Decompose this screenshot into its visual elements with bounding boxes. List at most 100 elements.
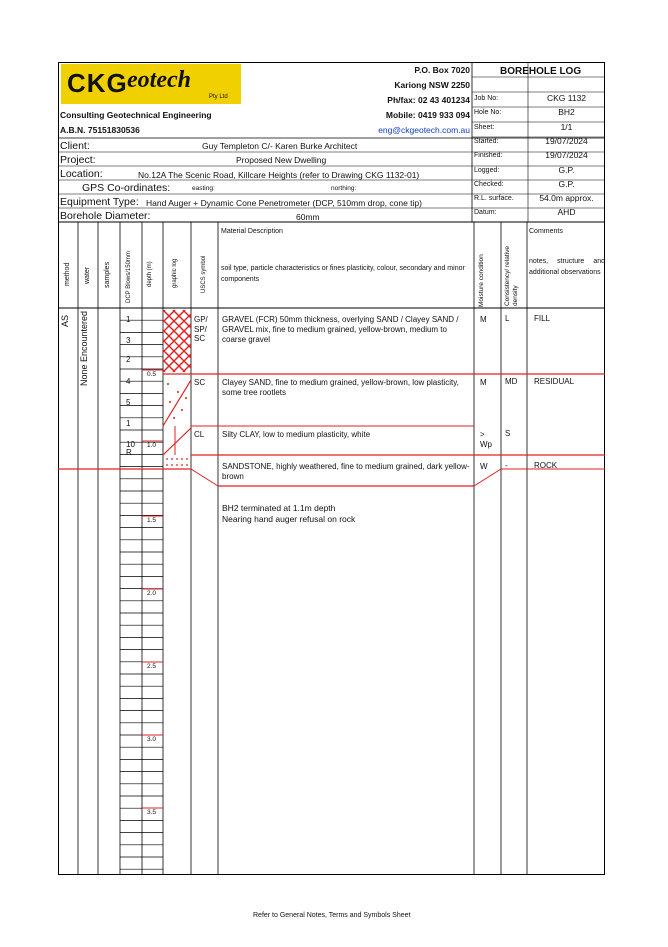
sandstone-dot: [176, 458, 178, 460]
hdr-graphic: graphic log: [172, 258, 178, 288]
hdr-dcp: DCP Blows/150mm: [126, 251, 132, 303]
gps-northing: northing:: [331, 185, 357, 192]
dcp-value: 1: [126, 419, 131, 428]
layer-description: Clayey SAND, fine to medium grained, yel…: [222, 378, 459, 397]
meta-label: Logged:: [474, 166, 500, 174]
tagline: Consulting Geotechnical Engineering: [60, 110, 212, 120]
sand-dot: [167, 383, 169, 385]
hdr-method: method: [64, 262, 71, 286]
depth-label: 2.5: [147, 663, 157, 670]
dcp-value: 5: [126, 398, 131, 407]
suburb: Kariong NSW 2250: [394, 80, 470, 90]
gps-label: GPS Co-ordinates:: [82, 182, 171, 194]
dcp-value: 4: [126, 377, 131, 386]
gps-easting: easting:: [192, 185, 215, 192]
hdr-material-title: Material Description: [221, 228, 283, 235]
moisture-value: M: [480, 315, 487, 324]
sandstone-dot: [181, 464, 183, 466]
fill-hatch-pattern: [163, 310, 191, 372]
dcp-value: 10 R: [126, 440, 135, 458]
location-value: No.12A The Scenic Road, Killcare Heights…: [138, 170, 420, 180]
moisture-value: > Wp: [480, 430, 492, 449]
clay-diagonal: [162, 427, 192, 456]
dcp-value: 3: [126, 336, 131, 345]
layer-description: Silty CLAY, low to medium plasticity, wh…: [222, 430, 371, 439]
layer-boundary: [473, 468, 502, 487]
logo-main: CKG: [67, 68, 128, 98]
hdr-uscs: USCS symbol: [201, 255, 207, 293]
water-value: None Encountered: [79, 310, 89, 386]
depth-label: 0.5: [147, 371, 157, 378]
termination-line2: Nearing hand auger refusal on rock: [222, 514, 356, 524]
mobile: Mobile: 0419 933 094: [385, 110, 470, 120]
hdr-comments-desc: notes, structure and additional observat…: [529, 258, 605, 276]
meta-value: 54.0m approx.: [539, 193, 594, 204]
meta-label: Checked:: [474, 180, 504, 188]
layer-description: GRAVEL (FCR) 50mm thickness, overlying S…: [222, 315, 459, 344]
uscs-symbol: SC: [194, 378, 206, 387]
hdr-water: water: [84, 266, 91, 284]
project-value: Proposed New Dwelling: [236, 155, 327, 165]
po-box: P.O. Box 7020: [414, 65, 470, 75]
hdr-samples: samples: [104, 261, 111, 288]
meta-value: 1/1: [560, 121, 573, 132]
meta-value: CKG 1132: [546, 93, 587, 103]
layer-comment: ROCK: [534, 461, 558, 470]
hdr-depth: depth (m): [147, 261, 153, 287]
abn: A.B.N. 75151830536: [60, 125, 140, 135]
consistency-value: L: [505, 314, 510, 323]
email-link[interactable]: eng@ckgeotech.com.au: [378, 125, 470, 135]
meta-value: 19/07/2024: [545, 135, 588, 146]
location-label: Location:: [60, 168, 103, 180]
meta-label: Datum:: [474, 209, 497, 217]
uscs-symbol: CL: [194, 430, 205, 439]
meta-label: Sheet:: [474, 123, 495, 131]
moisture-value: M: [480, 378, 487, 387]
sandstone-dot: [171, 458, 173, 460]
layer-boundary: [190, 468, 219, 487]
phone: Ph/fax: 02 43 401234: [387, 95, 470, 105]
layer-comment: RESIDUAL: [534, 377, 575, 386]
equipment-label: Equipment Type:: [60, 196, 139, 208]
sand-dot: [173, 417, 175, 419]
method-value: AS: [60, 314, 70, 327]
footer-note: Refer to General Notes, Terms and Symbol…: [253, 912, 411, 919]
sandstone-dot: [171, 464, 173, 466]
diameter-value: 60mm: [296, 212, 320, 222]
hdr-material-desc: soil type, particle characteristics or f…: [221, 265, 465, 283]
meta-value: G.P.: [558, 164, 575, 175]
depth-label: 3.0: [147, 736, 157, 743]
logo-script: eotech: [127, 67, 191, 93]
layer-comment: FILL: [534, 314, 551, 323]
meta-value: G.P.: [558, 178, 575, 189]
client-value: Guy Templeton C/- Karen Burke Architect: [202, 141, 358, 151]
hdr-comments-title: Comments: [529, 228, 563, 235]
diameter-label: Borehole Diameter:: [60, 210, 151, 222]
uscs-symbol: GP/ SP/ SC: [194, 315, 208, 344]
meta-label: Finished:: [474, 152, 503, 160]
sandstone-dot: [181, 458, 183, 460]
sand-dot: [185, 397, 187, 399]
termination-line1: BH2 terminated at 1.1m depth: [222, 503, 336, 513]
sandstone-dot: [186, 464, 188, 466]
layer-description: SANDSTONE, highly weathered, fine to med…: [222, 462, 470, 481]
consistency-value: S: [505, 429, 511, 438]
dcp-value: 2: [126, 355, 131, 364]
hdr-consistency: Consistency/ relative density: [504, 246, 519, 306]
project-label: Project:: [60, 154, 96, 166]
sandstone-dot: [186, 458, 188, 460]
sand-dot: [181, 409, 183, 411]
moisture-value: W: [480, 462, 488, 471]
clayey-sand-diagonal: [162, 379, 192, 427]
consistency-value: -: [505, 461, 508, 470]
company-logo: CKG eotech Pty Ltd: [61, 64, 241, 104]
meta-value: AHD: [557, 207, 576, 218]
meta-label: Job No:: [474, 95, 499, 102]
hdr-moisture: Moisture condition: [478, 254, 485, 307]
dcp-value: 1: [126, 315, 131, 324]
meta-label: R.L. surface.: [474, 195, 514, 203]
logo-sub: Pty Ltd: [209, 94, 228, 100]
sand-dot: [169, 401, 171, 403]
meta-value: BH2: [558, 107, 575, 118]
depth-label: 3.5: [147, 809, 157, 816]
